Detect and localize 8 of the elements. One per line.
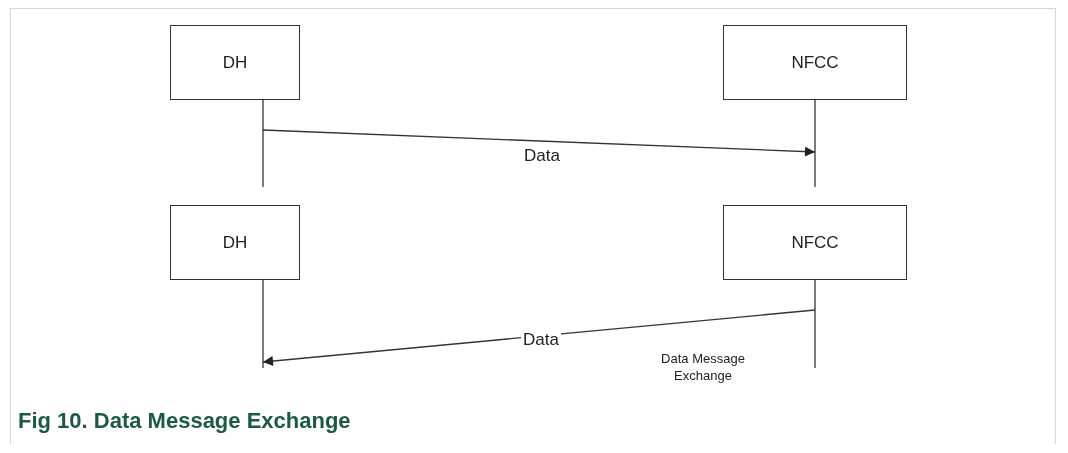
participant-box: NFCC <box>723 205 907 280</box>
message-arrow <box>262 129 816 157</box>
message-arrow <box>262 309 816 367</box>
participant-box: NFCC <box>723 25 907 100</box>
figure-caption: Fig 10. Data Message Exchange <box>18 408 351 434</box>
participant-box: DH <box>170 25 300 100</box>
note-text: Data Message Exchange <box>660 350 746 384</box>
participant-box: DH <box>170 205 300 280</box>
